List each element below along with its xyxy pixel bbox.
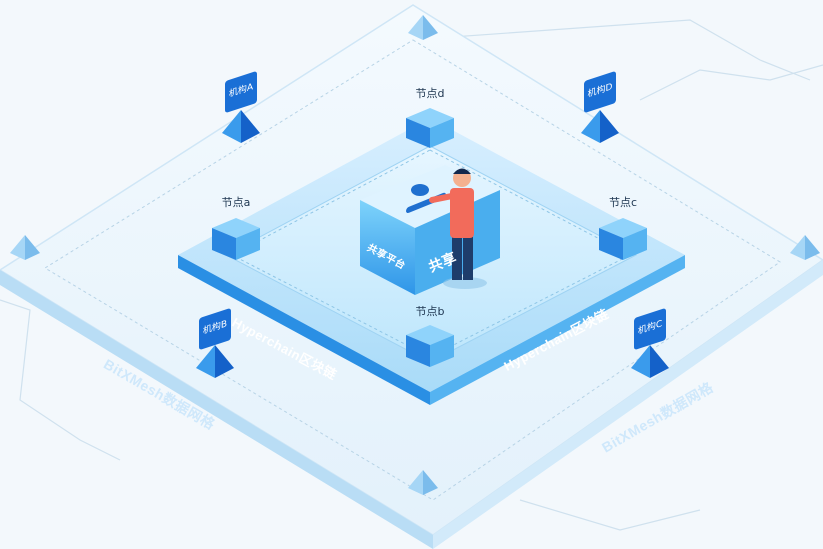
node-label-c: 节点c [609, 194, 637, 210]
node-label-a: 节点a [222, 194, 251, 210]
node-label-b: 节点b [416, 303, 445, 319]
node-label-d: 节点d [416, 85, 445, 101]
